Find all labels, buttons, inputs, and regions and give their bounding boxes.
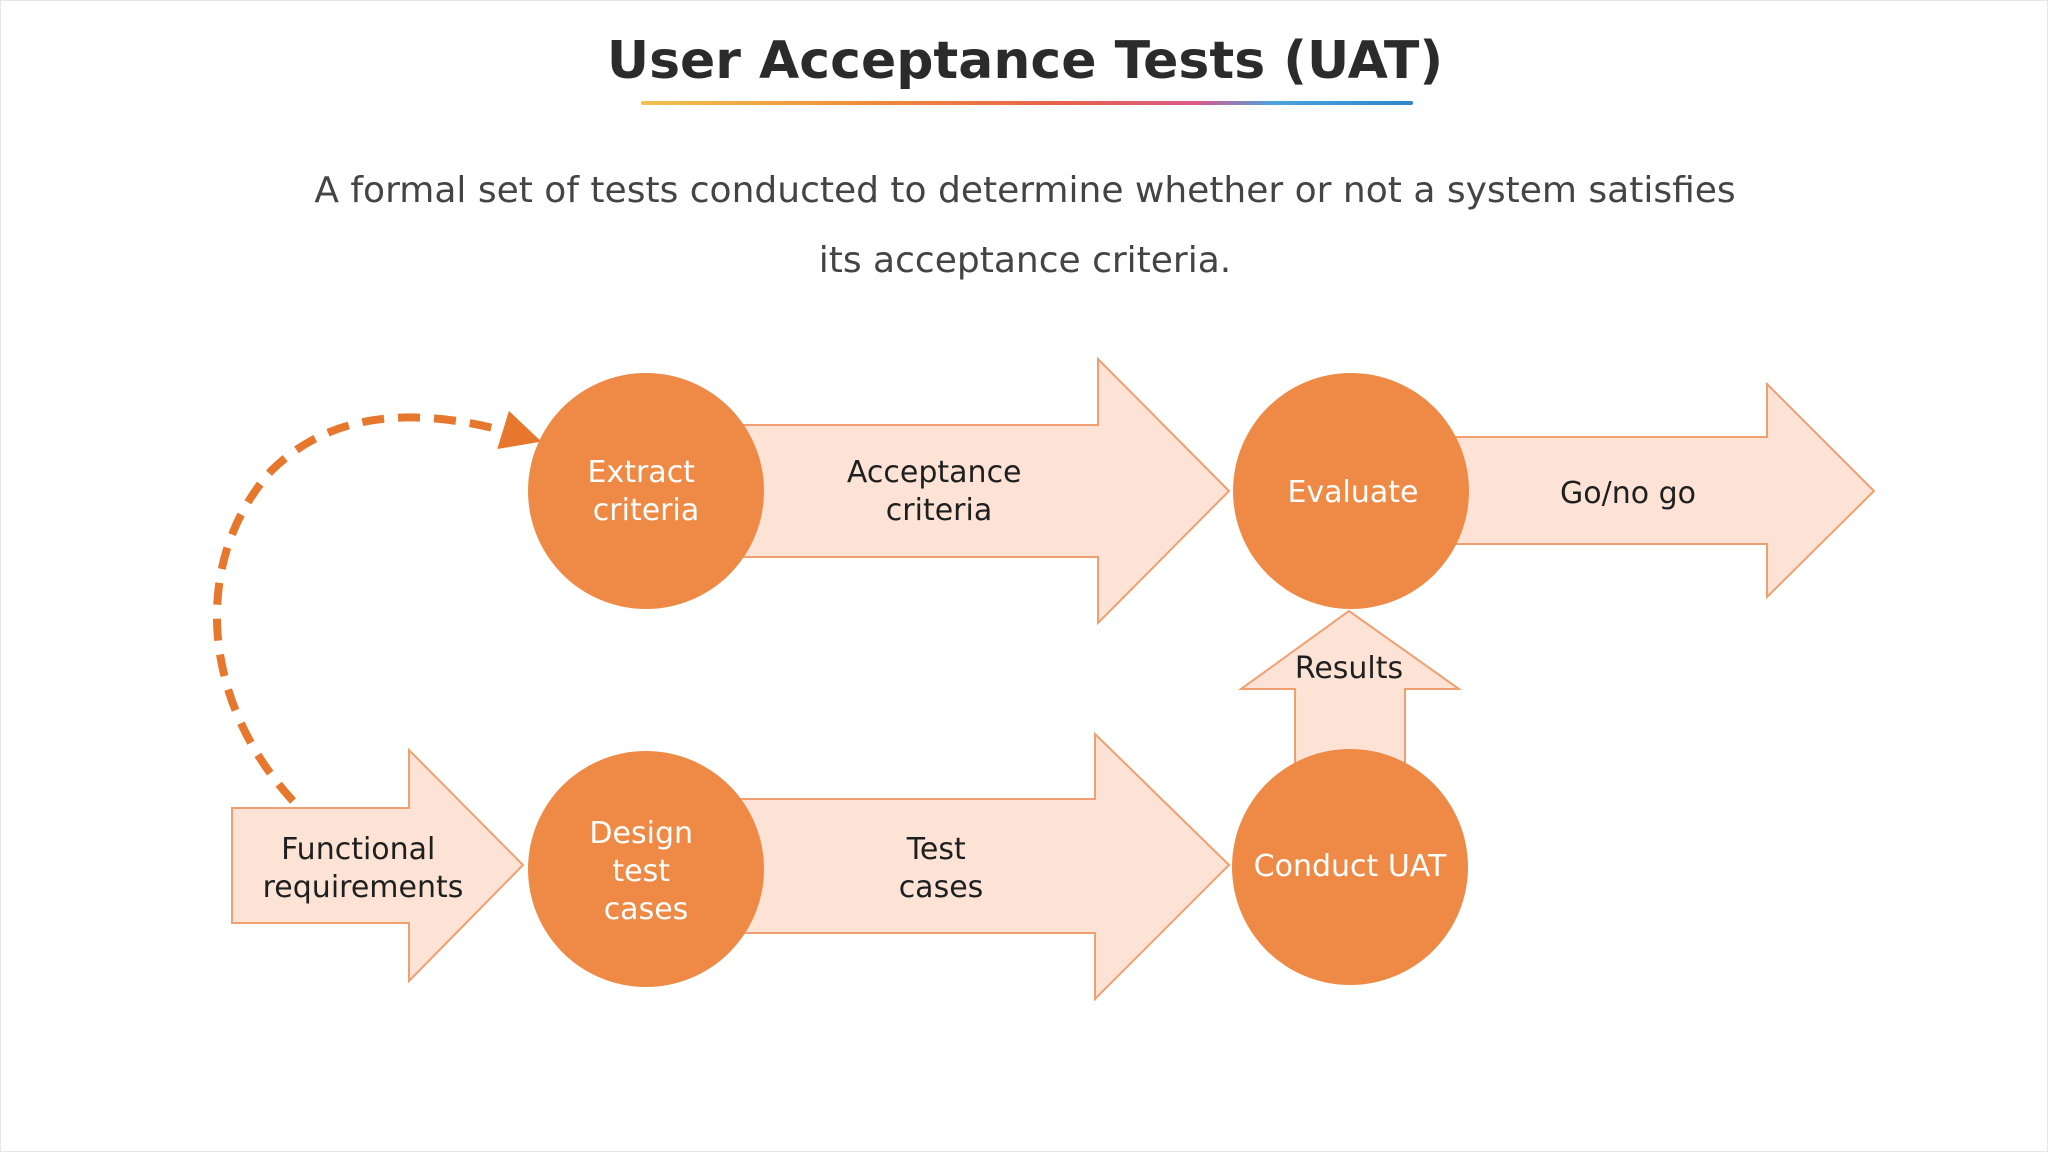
- description-line-1: A formal set of tests conducted to deter…: [314, 170, 1736, 211]
- extract-criteria-node: Extract criteria: [528, 373, 764, 609]
- extract-criteria-label: Extract criteria: [588, 455, 705, 528]
- feedback-dashed-arrow: [212, 410, 542, 804]
- results-label: Results: [1295, 651, 1403, 686]
- results-arrow: Results: [1237, 609, 1463, 792]
- design-test-cases-node: Design test cases: [528, 751, 764, 987]
- slide-description: A formal set of tests conducted to deter…: [251, 156, 1799, 296]
- test-cases-arrow: Test cases: [740, 731, 1231, 1002]
- functional-requirements-arrow: Functional requirements: [231, 747, 525, 984]
- go-no-go-arrow: Go/no go: [1440, 381, 1876, 600]
- conduct-uat-label: Conduct UAT: [1254, 849, 1447, 884]
- test-cases-label: Test cases: [899, 832, 984, 905]
- evaluate-label: Evaluate: [1287, 475, 1418, 510]
- conduct-uat-node: Conduct UAT: [1232, 749, 1468, 985]
- design-test-cases-label: Design test cases: [589, 816, 702, 927]
- functional-requirements-label: Functional requirements: [263, 832, 464, 905]
- go-no-go-label: Go/no go: [1560, 476, 1696, 511]
- acceptance-criteria-label: Acceptance criteria: [847, 455, 1031, 528]
- description-line-2: its acceptance criteria.: [818, 240, 1232, 281]
- slide-title: User Acceptance Tests (UAT): [606, 31, 1444, 91]
- title-underline: [641, 101, 1413, 105]
- acceptance-criteria-arrow: Acceptance criteria: [740, 356, 1231, 626]
- evaluate-node: Evaluate: [1233, 373, 1469, 609]
